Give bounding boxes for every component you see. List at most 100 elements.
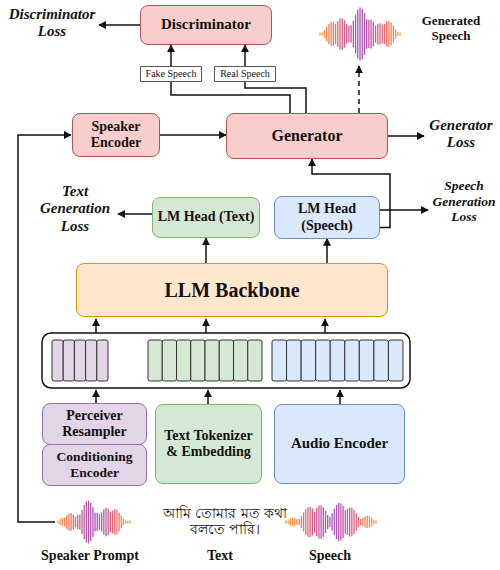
- waveform-bar: [368, 20, 369, 48]
- waveform-bar: [353, 21, 354, 48]
- waveform-bar: [355, 15, 356, 54]
- encoder-arrow: [95, 390, 97, 404]
- waveform-bar: [357, 10, 358, 59]
- token-cell: [205, 340, 219, 381]
- waveform-bar: [116, 510, 117, 534]
- waveform-bar: [73, 515, 74, 530]
- waveform-bar: [390, 23, 391, 46]
- waveform-bar: [347, 509, 348, 535]
- waveform-bar: [79, 515, 80, 530]
- tag-box: Fake Speech: [140, 66, 202, 82]
- waveform-bar: [350, 25, 351, 43]
- waveform-bar: [301, 516, 302, 528]
- token-cell: [191, 340, 205, 381]
- token-sequence: [42, 333, 410, 388]
- waveform-bar: [66, 515, 67, 529]
- waveform-bar: [318, 506, 319, 539]
- waveform-bar: [377, 24, 378, 44]
- waveform-bar: [307, 507, 308, 537]
- token-cell: [86, 340, 97, 381]
- loss-arrow: [118, 213, 152, 215]
- token-arrow: [205, 319, 207, 333]
- token-cell: [248, 340, 262, 381]
- waveform-bar: [323, 507, 324, 536]
- waveform-bar: [344, 20, 345, 47]
- waveform-bar: [105, 508, 106, 536]
- waveform-bar: [382, 25, 383, 44]
- waveform-bar: [373, 520, 374, 525]
- waveform-bar: [292, 518, 293, 527]
- waveform-bar: [395, 29, 396, 39]
- token-cell: [162, 340, 176, 381]
- waveform-bar: [64, 518, 65, 527]
- waveform-bar: [62, 518, 63, 527]
- token-cell: [63, 340, 74, 381]
- waveform-bar: [329, 517, 330, 528]
- waveform-bar: [121, 516, 122, 529]
- token-cells: [52, 340, 403, 381]
- loss-arrow: [388, 135, 424, 137]
- waveform-bar: [379, 23, 380, 45]
- waveform-bar: [331, 513, 332, 531]
- waveform-bar: [288, 520, 289, 525]
- waveform-bar: [123, 519, 124, 526]
- waveform-bar: [336, 505, 337, 539]
- backbone-box: LLM Backbone: [76, 263, 388, 317]
- waveform-bar: [294, 518, 295, 526]
- head-box: LM Head (Text): [152, 197, 260, 238]
- node-text: Generator: [230, 127, 384, 145]
- waveform-bar: [338, 503, 339, 541]
- waveform-bar: [108, 509, 109, 535]
- waveform-bar: [339, 19, 340, 50]
- node-text: Perceiver Resampler: [46, 408, 143, 440]
- waveform-bar: [305, 509, 306, 534]
- input-label: Text: [185, 548, 255, 564]
- token-cell: [301, 340, 316, 381]
- waveform-bar: [75, 516, 76, 527]
- token-cell: [287, 340, 302, 381]
- token-cell: [97, 340, 108, 381]
- waveform-bar: [326, 27, 327, 41]
- waveform-bar: [90, 503, 91, 541]
- token-cell: [219, 340, 233, 381]
- node-text: Fake Speech: [142, 69, 200, 79]
- waveform-bar: [68, 513, 69, 530]
- waveform-bar: [103, 509, 104, 535]
- waveform-bar: [296, 519, 297, 524]
- waveform-bar: [388, 21, 389, 47]
- token-cell: [374, 340, 389, 381]
- waveform-bar: [327, 515, 328, 529]
- node-text: LM Head (Speech): [278, 201, 376, 233]
- loss-label: Speech Generation Loss: [430, 178, 498, 225]
- waveform-bar: [320, 505, 321, 538]
- waveform-bar: [397, 32, 398, 36]
- waveform-bar: [373, 22, 374, 47]
- token-cell: [272, 340, 287, 381]
- waveform-bar: [110, 512, 111, 533]
- waveform-bar: [333, 22, 334, 46]
- waveform-bar: [369, 516, 370, 528]
- waveform-bar: [312, 508, 313, 535]
- waveform-bar: [77, 515, 78, 530]
- token-cell: [177, 340, 191, 381]
- output-label: Generated Speech: [404, 14, 498, 44]
- token-cell: [52, 340, 63, 381]
- token-cell: [388, 340, 403, 381]
- waveform-bar: [345, 510, 346, 534]
- waveform-bar: [371, 518, 372, 527]
- waveform-bar: [384, 24, 385, 44]
- loss-label: Text Generation Loss: [30, 183, 120, 235]
- input-text: আমি তোমার মত কথা বলতে পারি।: [150, 505, 300, 537]
- node-text: LLM Backbone: [80, 279, 384, 302]
- waveform-bar: [322, 33, 323, 36]
- waveform-bar: [314, 512, 315, 533]
- token-cell: [330, 340, 345, 381]
- node-text: Discriminator: [144, 16, 268, 33]
- waveform-bar: [375, 25, 376, 42]
- waveform-bar: [97, 513, 98, 531]
- waveform-bar: [57, 521, 58, 524]
- waveform-bar: [290, 518, 291, 525]
- tokenizer-box: Text Tokenizer & Embedding: [155, 404, 262, 484]
- encoder-box: Conditioning Encoder: [42, 444, 147, 485]
